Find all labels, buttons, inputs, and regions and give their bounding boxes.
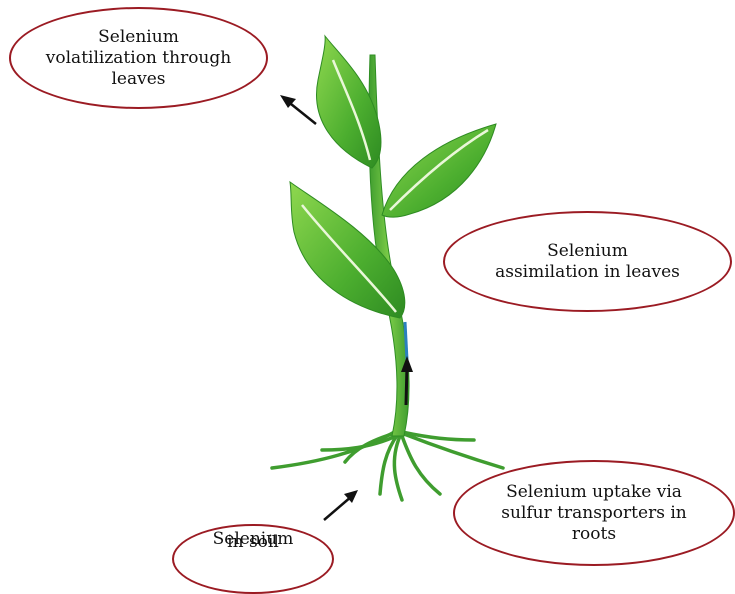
label-uptake-line-2: sulfur transporters in	[501, 503, 686, 524]
stem-highlight	[405, 322, 407, 360]
label-volatilization-line-3: leaves	[46, 69, 231, 90]
label-volatilization-line-2: volatilization through	[46, 48, 231, 69]
label-volatilization-line-1: Selenium	[46, 27, 231, 48]
arrow-volatilization	[280, 95, 316, 124]
label-volatilization: Selenium volatilization through leaves	[9, 7, 268, 109]
leaf-right	[382, 124, 496, 217]
label-uptake: Selenium uptake via sulfur transporters …	[453, 460, 735, 566]
label-assimilation-line-2: assimilation in leaves	[495, 262, 680, 283]
label-assimilation: Selenium assimilation in leaves	[443, 211, 732, 312]
arrow-soil-uptake	[324, 490, 358, 520]
label-uptake-line-3: roots	[501, 524, 686, 545]
label-soil: Selenium in soil	[172, 524, 334, 594]
label-assimilation-line-1: Selenium	[495, 241, 680, 262]
label-uptake-line-1: Selenium uptake via	[501, 482, 686, 503]
